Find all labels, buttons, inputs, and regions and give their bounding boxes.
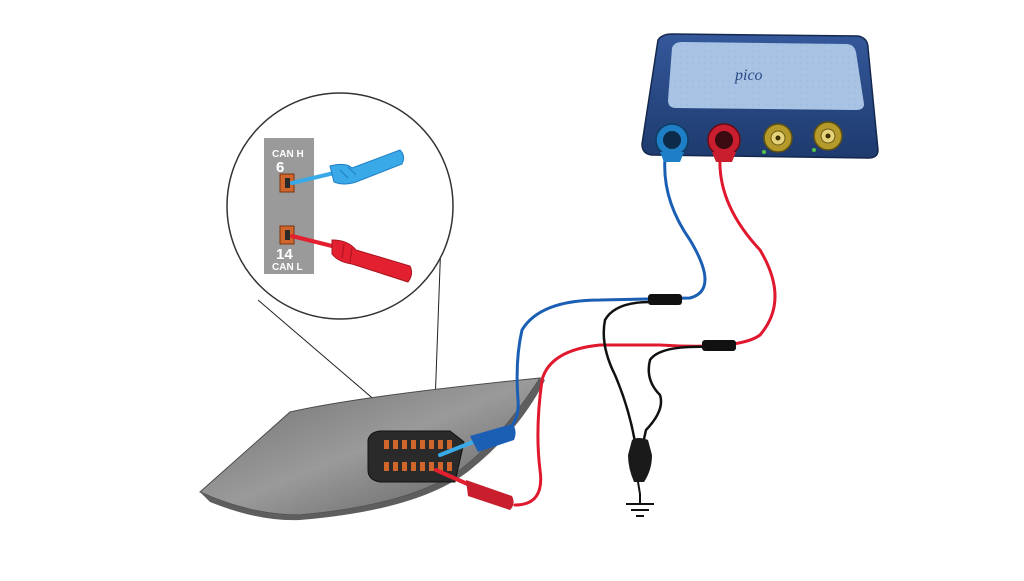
channel-b-connector (707, 123, 741, 162)
inset-pin-14-number: 14 (276, 246, 293, 263)
inset-can-h-label: CAN H (272, 149, 304, 160)
channel-c-connector (763, 123, 793, 153)
red-probe (434, 468, 514, 510)
obd-pins-top-row (384, 440, 452, 449)
obd-pins-bottom-row (384, 462, 452, 471)
blue-wire-sleeve (648, 294, 682, 305)
ground-symbol-icon (626, 494, 654, 517)
channel-a-connector (655, 123, 689, 162)
device-brand-logo: pico (734, 67, 763, 84)
blue-wire (503, 156, 707, 436)
black-ground-wires (602, 300, 712, 450)
channel-d-connector (813, 121, 843, 151)
red-wire-sleeve (702, 340, 736, 351)
inset-can-l-label: CAN L (272, 262, 303, 273)
blue-probe (438, 424, 516, 457)
oscilloscope-device: pico (641, 33, 879, 162)
channel-c-led (762, 150, 766, 154)
red-wire (513, 156, 777, 507)
inset-red-probe (290, 234, 413, 283)
inset-pin-panel (264, 138, 314, 274)
channel-d-led (812, 148, 816, 152)
inset-blue-probe (290, 149, 405, 185)
inset-pin-6-number: 6 (276, 159, 284, 176)
obd-connector (367, 430, 465, 483)
crocodile-clip-icon (628, 438, 652, 495)
zoom-inset: CAN H 6 14 CAN L (226, 92, 454, 320)
